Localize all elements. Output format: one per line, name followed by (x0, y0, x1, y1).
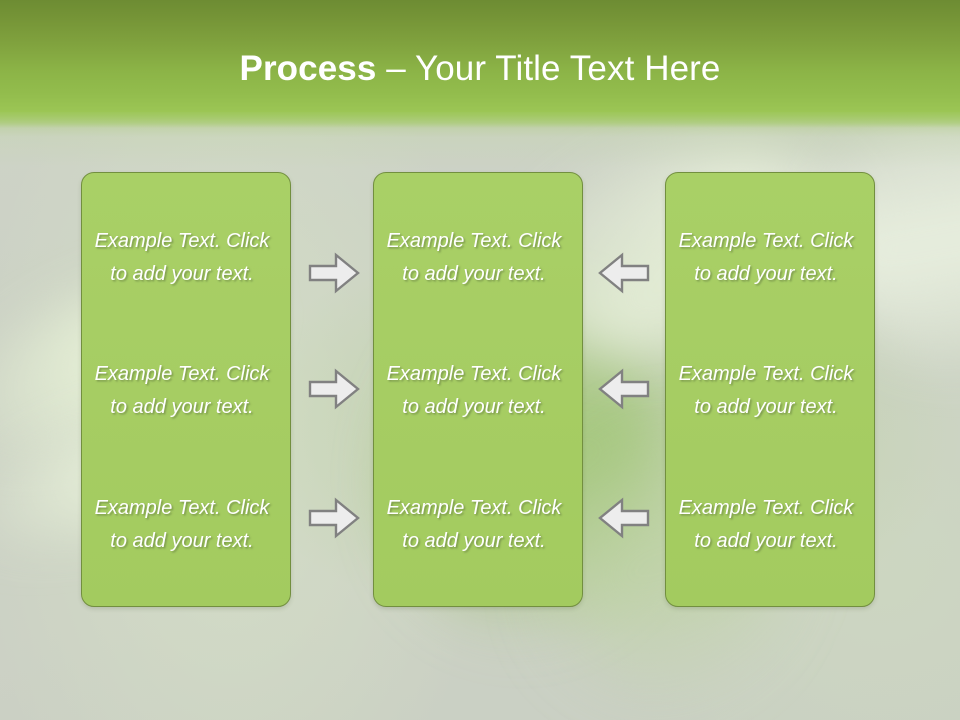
process-cell[interactable]: Example Text. Click to add your text. (386, 229, 562, 285)
process-cell[interactable]: Example Text. Click to add your text. (386, 363, 562, 419)
process-column-2[interactable]: Example Text. Click to add your text. Ex… (373, 172, 583, 607)
arrow-left-icon[interactable] (598, 496, 650, 540)
process-column-3[interactable]: Example Text. Click to add your text. Ex… (665, 172, 875, 607)
process-cell[interactable]: Example Text. Click to add your text. (678, 363, 854, 419)
arrow-left-icon[interactable] (598, 251, 650, 295)
process-cell[interactable]: Example Text. Click to add your text. (678, 497, 854, 553)
arrow-left-icon[interactable] (598, 367, 650, 411)
process-cell[interactable]: Example Text. Click to add your text. (386, 497, 562, 553)
page-title-rest: – Your Title Text Here (376, 49, 721, 88)
page-title-bold: Process (239, 49, 377, 88)
arrow-right-icon[interactable] (308, 251, 360, 295)
process-cell[interactable]: Example Text. Click to add your text. (678, 229, 854, 285)
process-column-1[interactable]: Example Text. Click to add your text. Ex… (81, 172, 291, 607)
process-cell[interactable]: Example Text. Click to add your text. (94, 497, 270, 553)
title-banner (0, 0, 960, 128)
process-cell[interactable]: Example Text. Click to add your text. (94, 229, 270, 285)
process-cell[interactable]: Example Text. Click to add your text. (94, 363, 270, 419)
arrow-right-icon[interactable] (308, 367, 360, 411)
arrow-right-icon[interactable] (308, 496, 360, 540)
page-title: Process – Your Title Text Here (0, 47, 960, 91)
